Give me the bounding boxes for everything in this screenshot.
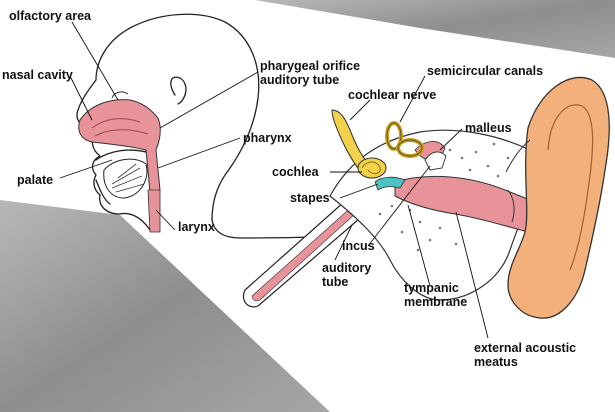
label-pharyngeal-orifice: pharygeal orifice auditory tube [260,59,364,87]
label-external-acoustic-meatus-line2: meatus [474,355,518,369]
leader-lines [59,21,489,339]
label-pharyngeal-orifice-line2: auditory tube [260,73,339,87]
nasal-cavity-shape [78,91,161,193]
label-tympanic-membrane-line2: membrane [404,295,467,309]
label-cochlea: cochlea [272,165,320,179]
label-auditory-tube-line1: auditory [322,261,371,275]
label-auditory-tube-line2: tube [322,275,348,289]
label-incus: incus [342,239,375,253]
larynx-shape [147,189,161,233]
labels: olfactory area nasal cavity palate laryn… [2,9,580,369]
label-nasal-cavity: nasal cavity [2,68,73,82]
label-stapes: stapes [290,191,330,205]
label-external-acoustic-meatus: external acoustic meatus [474,341,580,369]
mouth-region [95,149,148,205]
label-cochlear-nerve: cochlear nerve [348,88,436,102]
auricle-shape [505,76,610,319]
label-pharyngeal-orifice-line1: pharygeal orifice [260,59,360,73]
label-olfactory-area: olfactory area [9,9,92,23]
label-pharynx: pharynx [243,131,292,145]
label-external-acoustic-meatus-line1: external acoustic [474,341,576,355]
label-auditory-tube: auditory tube [322,261,375,289]
label-malleus: malleus [465,121,512,135]
inner-ear-shape [357,121,447,191]
label-tympanic-membrane-line1: tympanic [404,281,459,295]
label-semicircular-canals: semicircular canals [427,64,543,78]
label-tympanic-membrane: tympanic membrane [404,281,467,309]
label-larynx: larynx [178,220,215,234]
label-palate: palate [17,173,53,187]
